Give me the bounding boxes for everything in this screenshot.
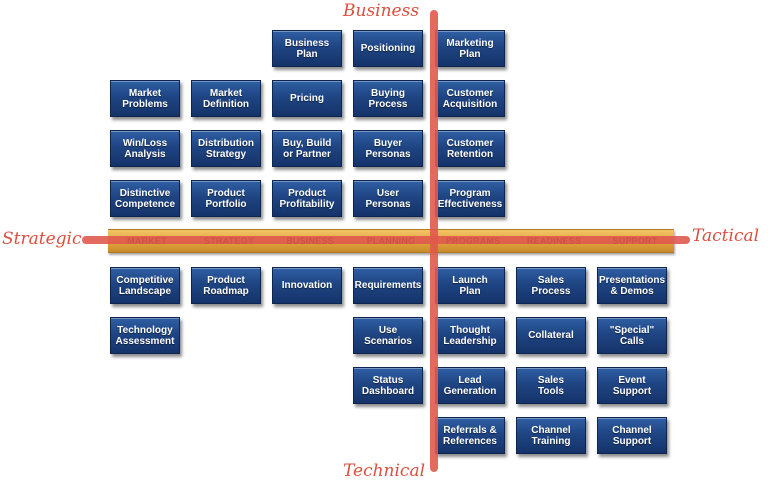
tile-event-support[interactable]: Event Support — [597, 367, 667, 404]
tile-program-effectiveness[interactable]: Program Effectiveness — [435, 180, 505, 217]
tile-product-profitability[interactable]: Product Profitability — [272, 180, 342, 217]
tile-channel-support[interactable]: Channel Support — [597, 417, 667, 454]
tile-innovation[interactable]: Innovation — [272, 267, 342, 304]
tile-special-calls[interactable]: "Special" Calls — [597, 317, 667, 354]
tile-requirements[interactable]: Requirements — [353, 267, 423, 304]
tile-product-portfolio[interactable]: Product Portfolio — [191, 180, 261, 217]
business-technical-axis-line — [430, 10, 438, 472]
tile-market-problems[interactable]: Market Problems — [110, 80, 180, 117]
tile-market-definition[interactable]: Market Definition — [191, 80, 261, 117]
tile-competitive-landscape[interactable]: Competitive Landscape — [110, 267, 180, 304]
tile-buying-process[interactable]: Buying Process — [353, 80, 423, 117]
tile-pricing[interactable]: Pricing — [272, 80, 342, 117]
tile-thought-leadership[interactable]: Thought Leadership — [435, 317, 505, 354]
tile-presentations-demos[interactable]: Presentations & Demos — [597, 267, 667, 304]
tile-lead-generation[interactable]: Lead Generation — [435, 367, 505, 404]
axis-label-business: Business — [343, 1, 420, 21]
tile-business-plan[interactable]: Business Plan — [272, 30, 342, 67]
axis-label-tactical: Tactical — [692, 226, 760, 246]
tile-launch-plan[interactable]: Launch Plan — [435, 267, 505, 304]
tile-user-personas[interactable]: User Personas — [353, 180, 423, 217]
tile-collateral[interactable]: Collateral — [516, 317, 586, 354]
tile-use-scenarios[interactable]: Use Scenarios — [353, 317, 423, 354]
tile-buyer-personas[interactable]: Buyer Personas — [353, 130, 423, 167]
tile-win-loss-analysis[interactable]: Win/Loss Analysis — [110, 130, 180, 167]
tile-product-roadmap[interactable]: Product Roadmap — [191, 267, 261, 304]
tile-marketing-plan[interactable]: Marketing Plan — [435, 30, 505, 67]
axis-label-strategic: Strategic — [2, 229, 82, 249]
tile-distinctive-competence[interactable]: Distinctive Competence — [110, 180, 180, 217]
tile-distribution-strategy[interactable]: Distribution Strategy — [191, 130, 261, 167]
tile-channel-training[interactable]: Channel Training — [516, 417, 586, 454]
tile-buy-build-partner[interactable]: Buy, Build or Partner — [272, 130, 342, 167]
tile-status-dashboard[interactable]: Status Dashboard — [353, 367, 423, 404]
tile-technology-assessment[interactable]: Technology Assessment — [110, 317, 180, 354]
strategic-tactical-axis-line — [82, 236, 690, 244]
tile-sales-tools[interactable]: Sales Tools — [516, 367, 586, 404]
tile-customer-acquisition[interactable]: Customer Acquisition — [435, 80, 505, 117]
tile-referrals-references[interactable]: Referrals & References — [435, 417, 505, 454]
tile-customer-retention[interactable]: Customer Retention — [435, 130, 505, 167]
tile-positioning[interactable]: Positioning — [353, 30, 423, 67]
tile-sales-process[interactable]: Sales Process — [516, 267, 586, 304]
axis-label-technical: Technical — [343, 461, 426, 481]
